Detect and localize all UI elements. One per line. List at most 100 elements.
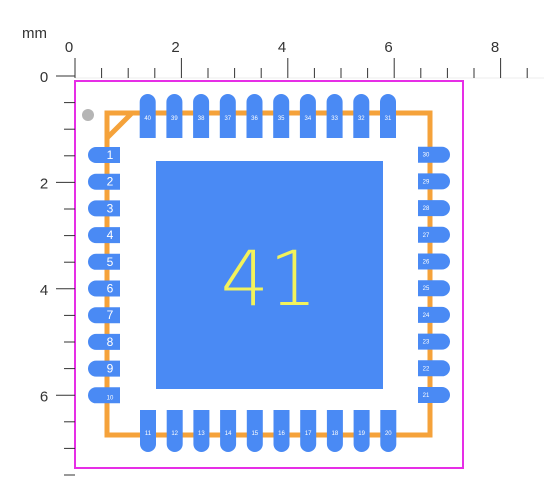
- pad-shape[interactable]: [193, 410, 210, 452]
- pad-12[interactable]: 12: [166, 410, 183, 452]
- pad-label: 28: [423, 206, 430, 212]
- pad-shape[interactable]: [88, 200, 120, 217]
- pad-13[interactable]: 13: [193, 410, 210, 452]
- pad-label: 35: [278, 116, 285, 122]
- pad-11[interactable]: 11: [140, 410, 156, 452]
- pad-16[interactable]: 16: [273, 410, 290, 452]
- pad-label: 18: [332, 431, 339, 437]
- pad-label: 25: [423, 286, 430, 292]
- pad-5[interactable]: 5: [88, 253, 120, 270]
- pad-shape[interactable]: [418, 387, 450, 403]
- pad-shape[interactable]: [88, 147, 120, 163]
- pad-34[interactable]: 34: [299, 94, 316, 138]
- pad-shape[interactable]: [246, 410, 263, 452]
- pad-28[interactable]: 28: [418, 200, 450, 217]
- pad-label: 13: [198, 431, 205, 437]
- pad-6[interactable]: 6: [88, 280, 120, 297]
- pad-label: 32: [358, 116, 365, 122]
- pad-33[interactable]: 33: [326, 94, 343, 138]
- pad-shape[interactable]: [88, 387, 120, 404]
- pad-shape[interactable]: [219, 94, 236, 138]
- pad-shape[interactable]: [273, 94, 290, 138]
- pad-35[interactable]: 35: [273, 94, 290, 138]
- pad-2[interactable]: 2: [88, 173, 120, 190]
- pad-shape[interactable]: [326, 94, 343, 138]
- pad-shape[interactable]: [418, 360, 450, 377]
- pad-25[interactable]: 25: [418, 280, 450, 297]
- pad-27[interactable]: 27: [418, 226, 450, 243]
- pad-1[interactable]: 1: [88, 147, 120, 163]
- pad-37[interactable]: 37: [219, 94, 236, 138]
- center-pad[interactable]: [156, 161, 383, 389]
- pad-shape[interactable]: [139, 94, 156, 138]
- pad-label: 10: [107, 395, 114, 401]
- pad-17[interactable]: 17: [300, 410, 317, 452]
- pad-shape[interactable]: [166, 410, 183, 452]
- pad-10[interactable]: 10: [88, 387, 120, 404]
- pad-shape[interactable]: [418, 173, 450, 190]
- pad-shape[interactable]: [418, 146, 450, 163]
- pad-9[interactable]: 9: [88, 360, 120, 377]
- pad-shape[interactable]: [418, 200, 450, 217]
- pad-shape[interactable]: [418, 280, 450, 297]
- pad-label: 31: [385, 116, 392, 122]
- pad-15[interactable]: 15: [246, 410, 263, 452]
- pad-4[interactable]: 4: [88, 227, 120, 244]
- pin1-indicator-icon: [82, 109, 94, 121]
- pad-label: 7: [107, 308, 114, 322]
- pad-shape[interactable]: [88, 360, 120, 377]
- center-pad-label: 41: [221, 234, 318, 323]
- pad-shape[interactable]: [353, 410, 370, 452]
- pad-shape[interactable]: [273, 410, 290, 452]
- pad-40[interactable]: 40: [139, 94, 156, 138]
- pad-label: 21: [423, 393, 430, 399]
- pad-38[interactable]: 38: [193, 94, 210, 138]
- pad-shape[interactable]: [326, 410, 343, 452]
- pad-shape[interactable]: [380, 94, 396, 138]
- pad-31[interactable]: 31: [380, 94, 396, 138]
- pad-shape[interactable]: [193, 94, 210, 138]
- pad-18[interactable]: 18: [326, 410, 343, 452]
- pad-30[interactable]: 30: [418, 146, 450, 163]
- pad-shape[interactable]: [300, 410, 317, 452]
- pad-29[interactable]: 29: [418, 173, 450, 190]
- pad-shape[interactable]: [380, 410, 397, 452]
- pad-26[interactable]: 26: [418, 253, 450, 270]
- pad-shape[interactable]: [418, 226, 450, 243]
- pad-39[interactable]: 39: [166, 94, 183, 138]
- pad-shape[interactable]: [88, 333, 120, 350]
- pad-shape[interactable]: [88, 307, 120, 324]
- pad-shape[interactable]: [88, 173, 120, 190]
- pad-3[interactable]: 3: [88, 200, 120, 217]
- pad-8[interactable]: 8: [88, 333, 120, 350]
- y-tick-label: 2: [40, 176, 48, 193]
- pad-20[interactable]: 20: [380, 410, 397, 452]
- pad-19[interactable]: 19: [353, 410, 370, 452]
- pad-24[interactable]: 24: [418, 306, 450, 323]
- pad-shape[interactable]: [418, 306, 450, 323]
- pad-shape[interactable]: [246, 94, 263, 138]
- pad-14[interactable]: 14: [220, 410, 237, 452]
- pad-shape[interactable]: [418, 333, 450, 350]
- pad-shape[interactable]: [88, 280, 120, 297]
- pad-shape[interactable]: [353, 94, 370, 138]
- pad-shape[interactable]: [418, 253, 450, 270]
- pad-label: 17: [305, 431, 312, 437]
- pad-label: 20: [385, 431, 392, 437]
- pad-shape[interactable]: [88, 253, 120, 270]
- pad-22[interactable]: 22: [418, 360, 450, 377]
- pad-shape[interactable]: [166, 94, 183, 138]
- pad-21[interactable]: 21: [418, 387, 450, 403]
- pad-23[interactable]: 23: [418, 333, 450, 350]
- pad-36[interactable]: 36: [246, 94, 263, 138]
- pad-shape[interactable]: [88, 227, 120, 244]
- pin1-chamfer: [105, 111, 134, 140]
- pad-shape[interactable]: [140, 410, 156, 452]
- pad-7[interactable]: 7: [88, 307, 120, 324]
- pad-label: 8: [107, 335, 114, 349]
- pad-shape[interactable]: [299, 94, 316, 138]
- pad-shape[interactable]: [220, 410, 237, 452]
- pad-32[interactable]: 32: [353, 94, 370, 138]
